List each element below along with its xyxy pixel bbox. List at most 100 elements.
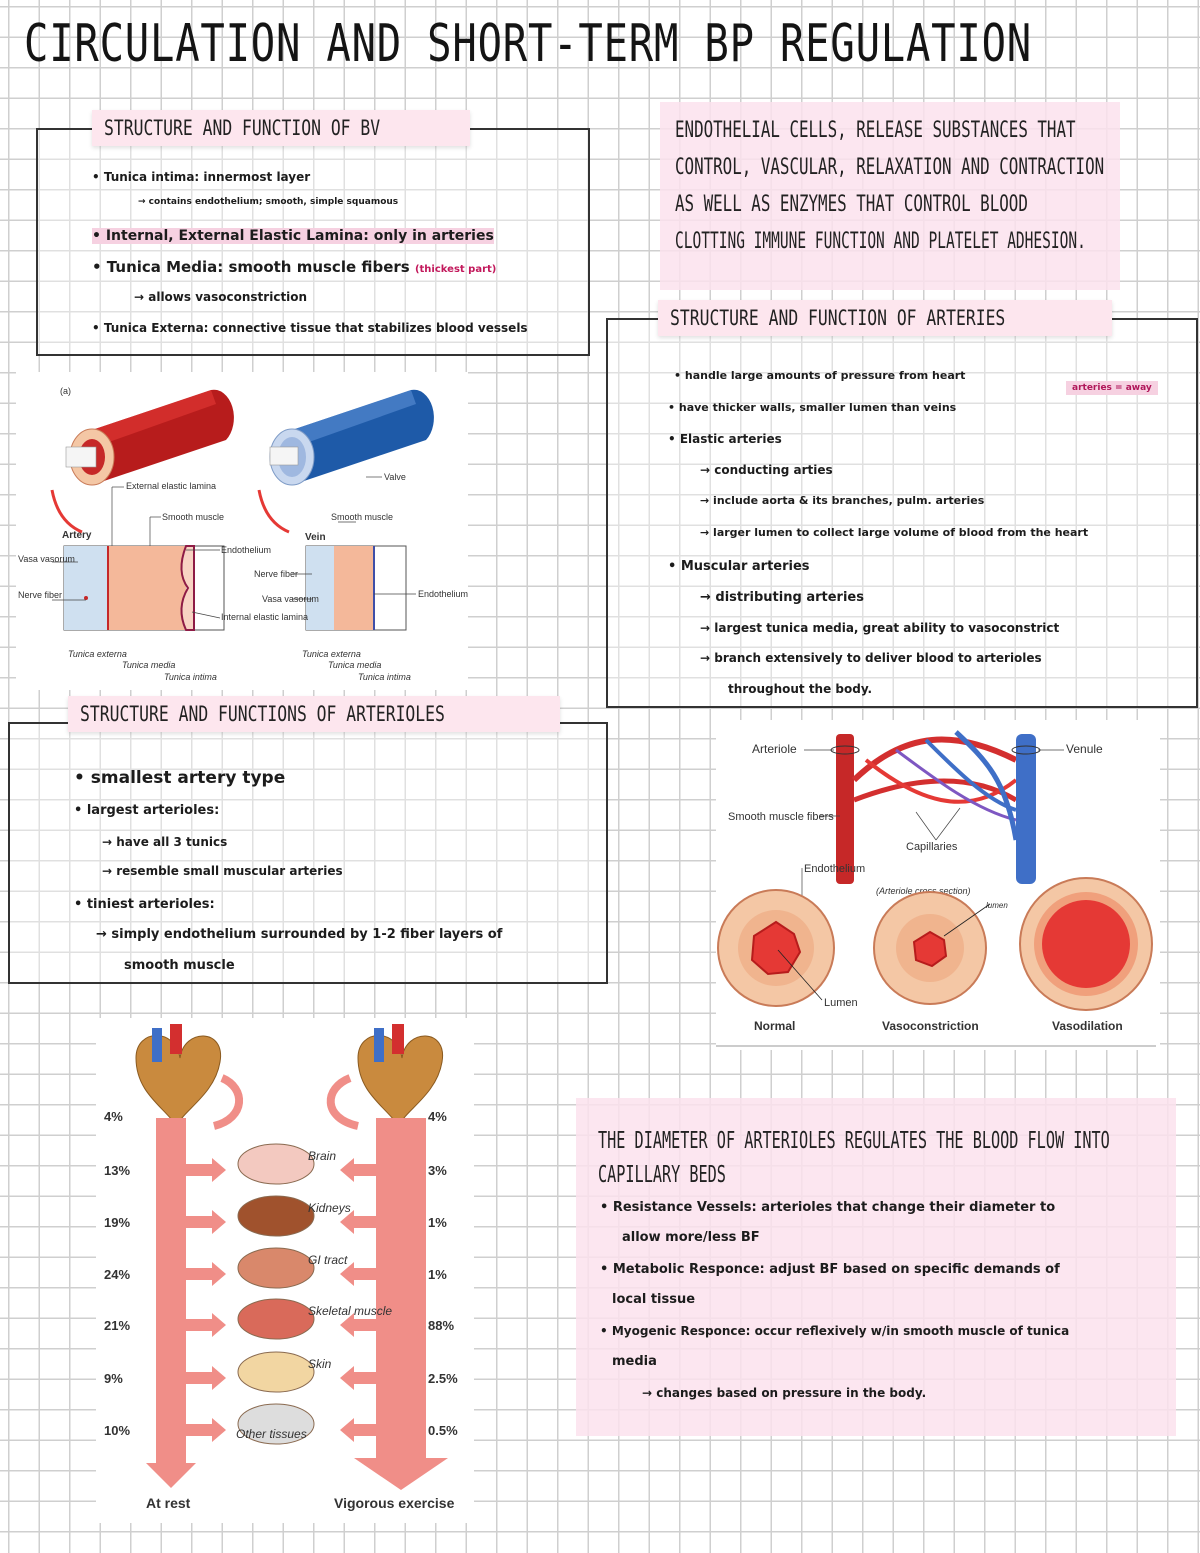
panel-label: (a) bbox=[60, 386, 71, 396]
rest-return-arrow-icon bbox=[212, 1074, 243, 1130]
bv-item: • Tunica Media: smooth muscle fibers (th… bbox=[92, 258, 497, 276]
arteries-item: • Muscular arteries bbox=[668, 559, 810, 574]
vein-tube-illustration bbox=[269, 389, 434, 486]
label-tunica-intima-vein: Tunica intima bbox=[358, 672, 411, 682]
arteries-tag: arteries = away bbox=[1066, 381, 1158, 395]
arterioles-item: → have all 3 tunics bbox=[102, 835, 228, 849]
label-vasoconstriction: Vasoconstriction bbox=[882, 1019, 979, 1033]
diameter-item: • Myogenic Responce: occur reflexively w… bbox=[600, 1324, 1070, 1338]
exercise-return-arrow-icon bbox=[326, 1074, 360, 1130]
rest-branch-arrow-icon bbox=[186, 1418, 226, 1442]
label-endothelium-vein: Endothelium bbox=[418, 589, 468, 599]
diameter-item: media bbox=[612, 1354, 657, 1369]
label-vigorous-exercise: Vigorous exercise bbox=[334, 1495, 455, 1511]
exercise-percent: 88% bbox=[428, 1318, 454, 1333]
exercise-percent: 1% bbox=[428, 1267, 447, 1282]
organ-label: Skeletal muscle bbox=[308, 1304, 392, 1318]
arteries-item: → branch extensively to deliver blood to… bbox=[700, 651, 1042, 665]
exercise-percent: 4% bbox=[428, 1109, 447, 1124]
arterioles-box bbox=[8, 722, 608, 984]
label-nerve-fiber-vein: Nerve fiber bbox=[254, 569, 298, 579]
arterioles-item: • smallest artery type bbox=[74, 768, 286, 788]
heart-icon bbox=[135, 1024, 222, 1129]
rest-branch-arrow-icon bbox=[186, 1262, 226, 1286]
organ-3-icon bbox=[237, 1247, 315, 1289]
vein-wall-section bbox=[305, 545, 407, 631]
arteries-heading: STRUCTURE AND FUNCTION OF ARTERIES bbox=[658, 300, 1112, 336]
page-title: CIRCULATION AND SHORT-TERM BP REGULATION bbox=[24, 14, 1032, 74]
label-venule: Venule bbox=[1066, 742, 1103, 756]
arteries-item: • Elastic arteries bbox=[668, 432, 782, 446]
label-smooth-muscle-vein: Smooth muscle bbox=[331, 512, 393, 522]
vessel-figure: (a) bbox=[16, 372, 468, 690]
arterioles-item: smooth muscle bbox=[124, 958, 235, 973]
arterioles-item: • largest arterioles: bbox=[74, 803, 220, 818]
label-artery: Artery bbox=[62, 530, 92, 541]
heart-icon bbox=[357, 1024, 444, 1129]
bv-heading: STRUCTURE AND FUNCTION OF BV bbox=[92, 110, 471, 146]
exercise-branch-arrow-icon bbox=[340, 1366, 376, 1390]
bv-item: → contains endothelium; smooth, simple s… bbox=[138, 197, 399, 207]
label-endothelium: Endothelium bbox=[804, 863, 865, 875]
rest-branch-arrow-icon bbox=[186, 1313, 226, 1337]
rest-branch-arrow-icon bbox=[186, 1158, 226, 1182]
diameter-line: CAPILLARY BEDS bbox=[598, 1162, 726, 1188]
organ-label: GI tract bbox=[308, 1253, 348, 1267]
rest-percent: 19% bbox=[104, 1215, 130, 1230]
organ-label: Skin bbox=[308, 1357, 332, 1371]
arteries-item: → largest tunica media, great ability to… bbox=[700, 621, 1060, 635]
label-cross-section: (Arteriole cross section) bbox=[876, 886, 971, 896]
artery-arrow-icon bbox=[50, 489, 83, 534]
label-tunica-media-vein: Tunica media bbox=[328, 660, 381, 670]
arteries-item: • have thicker walls, smaller lumen than… bbox=[668, 401, 957, 414]
label-nerve-fiber: Nerve fiber bbox=[18, 590, 62, 600]
artery-tube-illustration bbox=[65, 389, 234, 486]
endothelial-line: AS WELL AS ENZYMES THAT CONTROL BLOOD bbox=[675, 192, 1028, 217]
rest-percent: 4% bbox=[104, 1109, 123, 1124]
exercise-branch-arrow-icon bbox=[340, 1313, 376, 1337]
exercise-percent: 3% bbox=[428, 1163, 447, 1178]
rest-branch-arrow-icon bbox=[186, 1210, 226, 1234]
label-tunica-intima: Tunica intima bbox=[164, 672, 217, 682]
organ-label: Kidneys bbox=[308, 1201, 351, 1215]
exercise-branch-arrow-icon bbox=[340, 1210, 376, 1234]
diameter-item: allow more/less BF bbox=[622, 1230, 760, 1245]
rest-trunk-arrow bbox=[146, 1118, 196, 1488]
vasodilation-cross-section bbox=[1019, 877, 1153, 1011]
label-capillaries: Capillaries bbox=[906, 841, 958, 853]
endothelial-line: ENDOTHELIAL CELLS, RELEASE SUBSTANCES TH… bbox=[675, 118, 1076, 143]
organ-label: Brain bbox=[308, 1149, 336, 1163]
label-internal-elastic-lamina: Internal elastic lamina bbox=[221, 612, 308, 622]
endothelial-line: CONTROL, VASCULAR, RELAXATION AND CONTRA… bbox=[675, 155, 1105, 180]
bv-item: • Internal, External Elastic Lamina: onl… bbox=[92, 228, 494, 244]
rest-percent: 9% bbox=[104, 1371, 123, 1386]
organ-2-icon bbox=[237, 1195, 315, 1237]
label-at-rest: At rest bbox=[146, 1495, 191, 1511]
capillary-bed-illustration bbox=[830, 730, 1041, 884]
diameter-panel bbox=[576, 1098, 1176, 1436]
bv-item: • Tunica intima: innermost layer bbox=[92, 170, 311, 184]
endothelial-panel bbox=[660, 102, 1120, 290]
label-external-elastic-lamina: External elastic lamina bbox=[126, 481, 216, 491]
organ-label: Other tissues bbox=[236, 1427, 307, 1441]
label-smooth-muscle: Smooth muscle bbox=[162, 512, 224, 522]
label-lumen-handwritten: lumen bbox=[986, 901, 1008, 910]
label-arteriole: Arteriole bbox=[752, 742, 797, 756]
exercise-percent: 1% bbox=[428, 1215, 447, 1230]
normal-cross-section bbox=[717, 889, 835, 1007]
arterioles-item: • tiniest arterioles: bbox=[74, 897, 215, 912]
endothelial-line: CLOTTING IMMUNE FUNCTION AND PLATELET AD… bbox=[675, 229, 1086, 254]
organ-4-icon bbox=[237, 1298, 315, 1340]
arteries-item: → conducting arties bbox=[700, 463, 833, 477]
label-vasa-vasorum-vein: Vasa vasorum bbox=[262, 594, 319, 604]
label-smooth-muscle-fibers: Smooth muscle fibers bbox=[728, 811, 834, 823]
label-tunica-media: Tunica media bbox=[122, 660, 175, 670]
leader-lines bbox=[52, 476, 416, 619]
arteries-item: • handle large amounts of pressure from … bbox=[674, 369, 966, 382]
label-vein: Vein bbox=[305, 532, 326, 543]
bv-item: → allows vasoconstriction bbox=[134, 290, 308, 304]
label-valve: Valve bbox=[384, 472, 406, 482]
label-lumen: Lumen bbox=[824, 997, 858, 1009]
diameter-line: THE DIAMETER OF ARTERIOLES REGULATES THE… bbox=[598, 1128, 1110, 1154]
